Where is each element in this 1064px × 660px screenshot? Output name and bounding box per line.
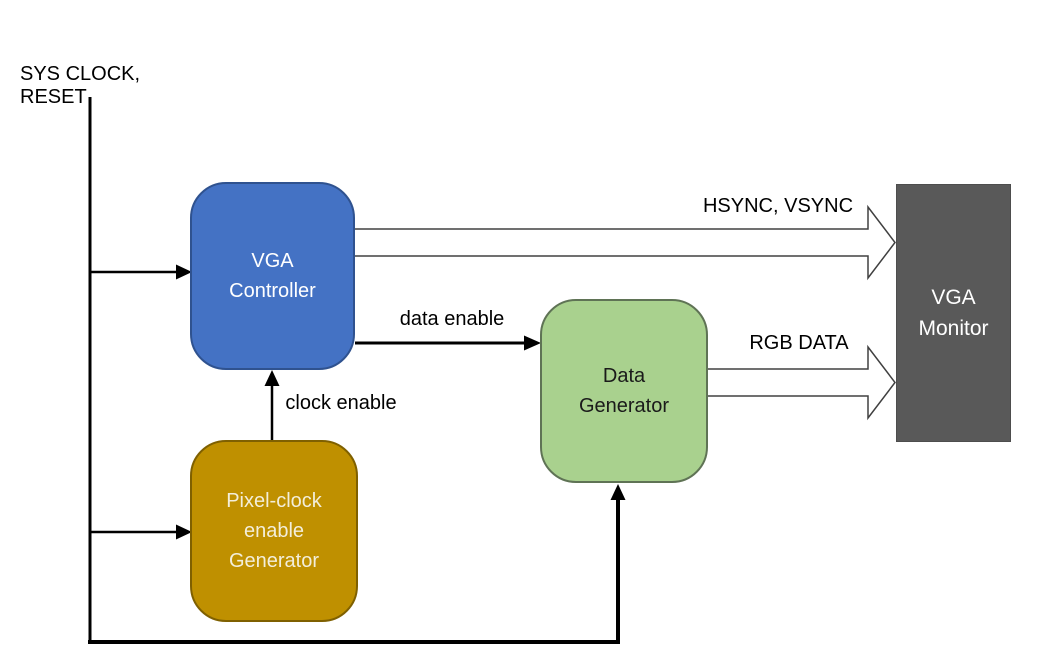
data-enable-label: data enable [399, 308, 505, 330]
hsync-vsync-hollow-arrow [351, 204, 896, 281]
rgb-data-label: RGB DATA [749, 332, 849, 354]
hsync-vsync-label: HSYNC, VSYNC [702, 195, 854, 217]
sys-clock-to-controller-arrowhead [176, 264, 192, 280]
clock-enable-label: clock enable [285, 392, 397, 414]
clock-enable-arrowhead [264, 370, 280, 386]
data-generator-block: Data Generator [540, 299, 708, 483]
sys-clock-reset-label: SYS CLOCK, RESET [20, 63, 141, 108]
sys-clock-to-pixelgen-arrowhead [176, 524, 192, 540]
pixel-clock-enable-generator-block: Pixel-clock enable Generator [190, 440, 358, 622]
vga-controller-block: VGA Controller [190, 182, 355, 370]
data-enable-arrowhead [524, 335, 541, 351]
bottom-to-datagen-arrowhead [610, 484, 626, 500]
rgb-data-hollow-arrow [704, 344, 896, 421]
vga-monitor-block: VGA Monitor [896, 184, 1011, 442]
